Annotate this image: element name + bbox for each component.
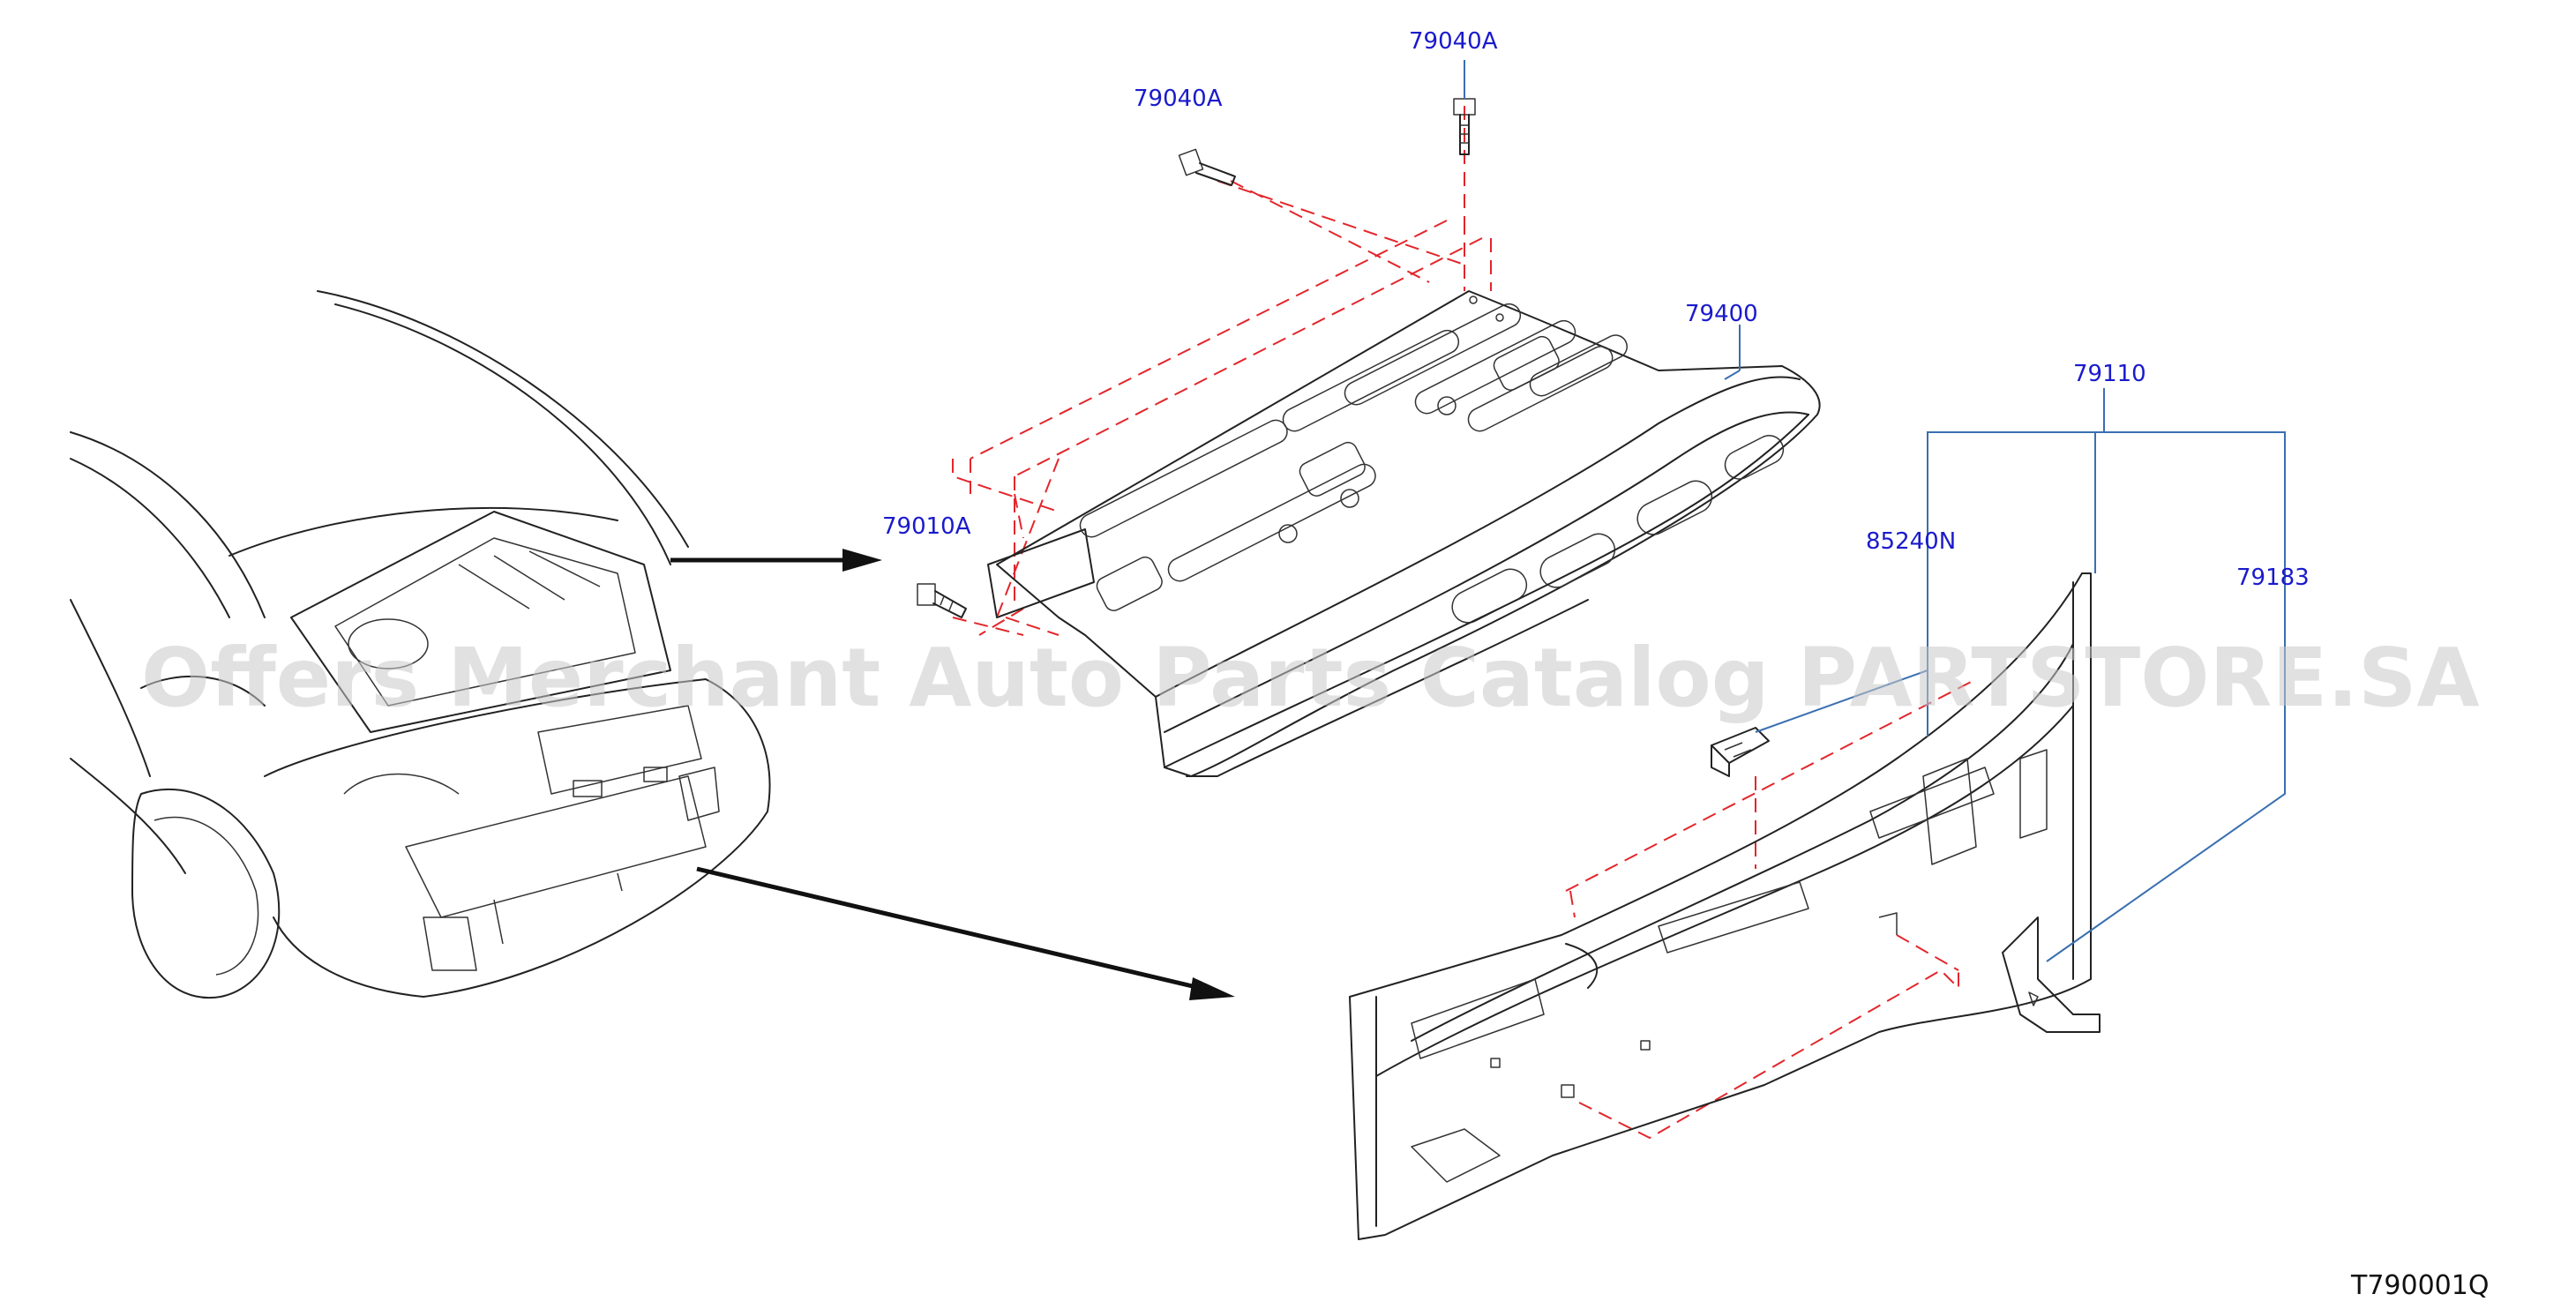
label-bolt-left[interactable]: 79040A: [1134, 86, 1223, 112]
drawing-code: T790001Q: [2350, 1270, 2489, 1301]
bolt-lower-icon: [917, 583, 967, 618]
bolt-top-icon: [1453, 98, 1476, 221]
bolt-left-icon: [1178, 148, 1430, 283]
label-bolt-lower[interactable]: 79010A: [882, 513, 971, 540]
label-bracket-small[interactable]: 85240N: [1866, 528, 1956, 555]
part-labels: 79040A 79040A 79010A 79400 79110 85240N …: [882, 28, 2310, 591]
watermark: Offers Merchant Auto Parts Catalog PARTS…: [141, 631, 2480, 725]
arrows: [670, 549, 1235, 1000]
label-rear-panel-assy[interactable]: 79110: [2073, 361, 2146, 387]
bracket-right-icon: [2002, 916, 2100, 1033]
label-bolt-top[interactable]: 79040A: [1409, 28, 1498, 55]
rear-panel-drawing: [1349, 572, 2092, 1240]
parcel-shelf-drawing: [952, 180, 1821, 777]
label-parcel-shelf[interactable]: 79400: [1685, 301, 1758, 327]
label-bracket-right[interactable]: 79183: [2236, 565, 2310, 591]
bracket-small-icon: [1711, 727, 1770, 777]
vehicle-illustration: [70, 290, 771, 999]
leader-lines: [1464, 60, 2286, 962]
